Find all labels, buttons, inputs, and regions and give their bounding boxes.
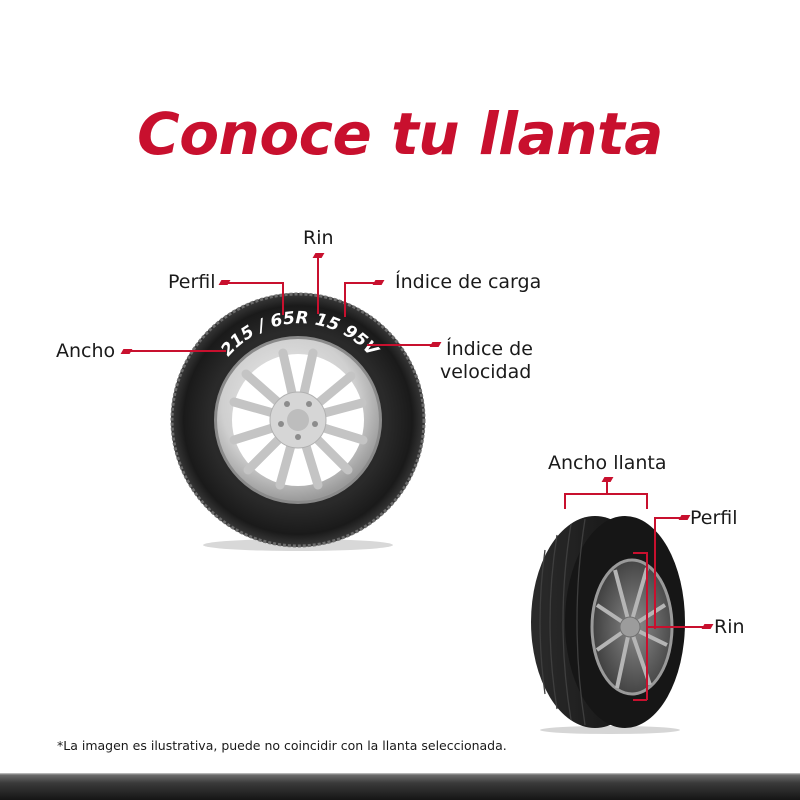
label-rin-angled: Rin (714, 616, 745, 638)
indice-carga-leader-line-v (344, 282, 346, 317)
rin-angled-bracket-v (646, 552, 648, 700)
label-indice-velocidad-line2: velocidad (440, 361, 532, 383)
label-rin: Rin (303, 227, 334, 249)
perfil-angled-leader-v (654, 517, 656, 629)
angled-view-tire-illustration (531, 516, 685, 734)
perfil-angled-leader-h (654, 517, 682, 519)
label-perfil: Perfil (168, 271, 216, 293)
ancho-leader-line (128, 350, 226, 352)
label-ancho: Ancho (56, 340, 116, 362)
perfil-leader-line-h (226, 282, 283, 284)
indice-carga-leader-line-h (344, 282, 376, 284)
disclaimer-footnote: *La imagen es ilustrativa, puede no coin… (57, 738, 507, 753)
label-indice-carga: Índice de carga (395, 271, 542, 293)
rin-angled-bracket-top (633, 552, 647, 554)
rin-leader-line (317, 256, 319, 314)
perfil-leader-line-v (282, 282, 284, 315)
label-ancho-llanta: Ancho llanta (548, 452, 667, 474)
page-title: Conoce tu llanta (137, 100, 663, 168)
rin-angled-leader-h (647, 626, 705, 628)
rin-angled-bracket-bottom (633, 699, 647, 701)
ancho-llanta-bracket-right (646, 493, 648, 509)
side-view-tire-illustration: 215 / 65R 15 95V (170, 292, 426, 551)
label-indice-velocidad-line1: Índice de (446, 338, 533, 360)
bottom-road-banner (0, 773, 800, 800)
indice-velocidad-leader-line (367, 344, 433, 346)
ancho-llanta-bracket-stem (606, 481, 608, 494)
label-perfil-angled: Perfil (690, 507, 738, 529)
ancho-llanta-bracket-top (564, 493, 648, 495)
ancho-llanta-bracket-left (564, 493, 566, 509)
